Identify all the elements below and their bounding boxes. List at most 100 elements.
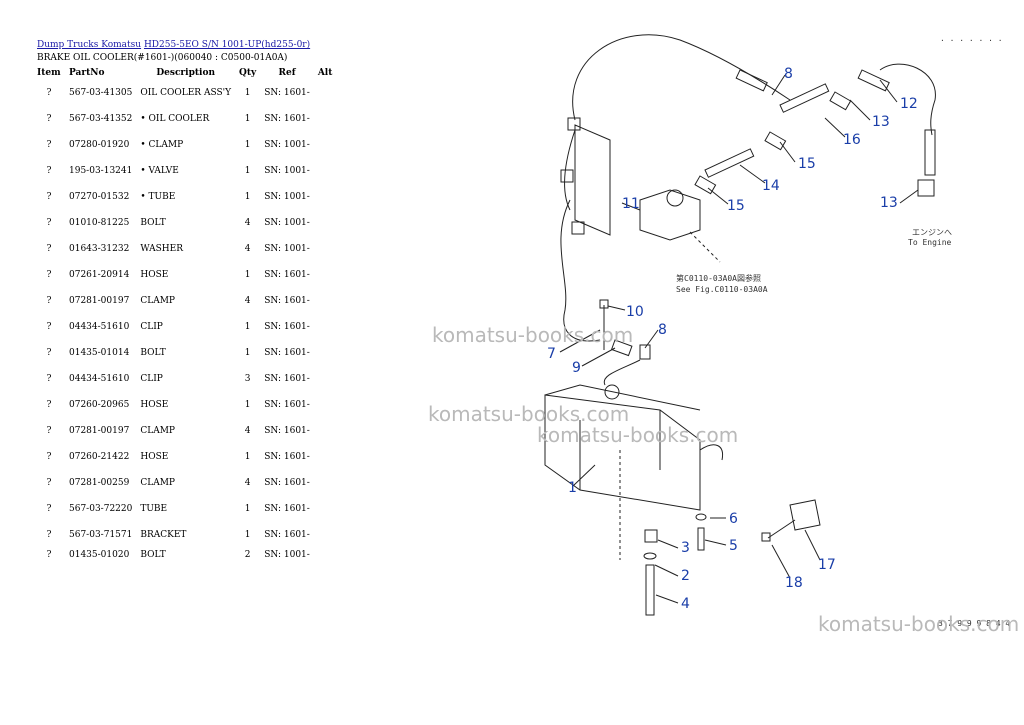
- table-header-row: Item PartNo Description Qty Ref Alt: [33, 66, 336, 80]
- row-ref: SN: 1601-: [264, 452, 310, 462]
- row-item: ?: [46, 192, 52, 202]
- breadcrumb: Dump Trucks Komatsu HD255-5EO S/N 1001-U…: [37, 40, 310, 50]
- row-partno: 07260-20965: [69, 400, 130, 410]
- callout-15-bottom[interactable]: 15: [727, 198, 745, 214]
- callout-9[interactable]: 9: [572, 360, 581, 376]
- row-partno: 01010-81225: [69, 218, 130, 228]
- row-ref: SN: 1601-: [264, 88, 310, 98]
- row-ref: SN: 1001-: [264, 140, 310, 150]
- note-see-figure-en: See Fig.C0110-03A0A: [676, 285, 768, 294]
- row-description: HOSE: [140, 400, 169, 410]
- callout-7[interactable]: 7: [547, 346, 556, 362]
- watermark-1: komatsu-books.com: [432, 323, 633, 347]
- row-qty: 1: [244, 140, 251, 150]
- row-item: ?: [46, 400, 52, 410]
- hose-right-loop: [879, 63, 936, 136]
- row-ref: SN: 1601-: [264, 374, 310, 384]
- row-description: CLAMP: [140, 478, 175, 488]
- watermark-4: komatsu-books.com: [818, 612, 1019, 636]
- watermark-2: komatsu-books.com: [428, 402, 629, 426]
- row-partno: 01435-01020: [69, 550, 130, 560]
- row-item: ?: [46, 270, 52, 280]
- clamp-shape-a: [567, 117, 581, 131]
- header-ref: Ref: [278, 68, 296, 78]
- callout-12[interactable]: 12: [900, 96, 918, 112]
- row-ref: SN: 1601-: [264, 478, 310, 488]
- callout-13-bottom[interactable]: 13: [880, 195, 898, 211]
- row-qty: 1: [244, 270, 251, 280]
- row-item: ?: [46, 374, 52, 384]
- row-ref: SN: 1001-: [264, 192, 310, 202]
- breadcrumb-link-model[interactable]: HD255-5EO S/N 1001-UP(hd255-0r): [143, 40, 311, 50]
- row-ref: SN: 1601-: [264, 348, 310, 358]
- row-partno: 567-03-72220: [69, 504, 133, 514]
- callout-11[interactable]: 11: [622, 196, 640, 212]
- figure-code: 3 7 9 9 9 8 4 4: [938, 619, 1010, 628]
- row-description: BOLT: [140, 218, 166, 228]
- callout-6[interactable]: 6: [729, 511, 738, 527]
- row-qty: 1: [244, 504, 251, 514]
- row-description: HOSE: [140, 452, 169, 462]
- row-description: BOLT: [140, 550, 166, 560]
- callout-16[interactable]: 16: [843, 132, 861, 148]
- valve-block-shape: [639, 189, 701, 241]
- row-ref: SN: 1601-: [264, 400, 310, 410]
- callout-3[interactable]: 3: [681, 540, 690, 556]
- corner-dots: . . . . . . .: [940, 34, 1003, 43]
- callout-4[interactable]: 4: [681, 596, 690, 612]
- row-ref: SN: 1601-: [264, 270, 310, 280]
- row-partno: 01643-31232: [69, 244, 130, 254]
- row-item: ?: [46, 530, 52, 540]
- row-qty: 1: [244, 530, 251, 540]
- row-ref: SN: 1001-: [264, 166, 310, 176]
- callout-8-mid[interactable]: 8: [658, 322, 667, 338]
- row-qty: 1: [244, 88, 251, 98]
- callout-14[interactable]: 14: [762, 178, 780, 194]
- row-qty: 4: [244, 296, 251, 306]
- row-item: ?: [46, 478, 52, 488]
- callout-13-top[interactable]: 13: [872, 114, 890, 130]
- callout-1[interactable]: 1: [568, 480, 577, 496]
- callout-8-top[interactable]: 8: [784, 66, 793, 82]
- callout-18[interactable]: 18: [785, 575, 803, 591]
- row-qty: 1: [244, 348, 251, 358]
- callout-10[interactable]: 10: [626, 304, 644, 320]
- row-partno: 07261-20914: [69, 270, 130, 280]
- callout-15-top[interactable]: 15: [798, 156, 816, 172]
- tube-16-shape: [779, 83, 830, 113]
- row-description: • VALVE: [140, 166, 179, 176]
- hose-upper-left: [572, 34, 791, 121]
- header-partno: PartNo: [69, 68, 105, 78]
- row-partno: 195-03-13241: [69, 166, 133, 176]
- callout-2[interactable]: 2: [681, 568, 690, 584]
- row-item: ?: [46, 426, 52, 436]
- row-ref: SN: 1601-: [264, 296, 310, 306]
- row-qty: 1: [244, 452, 251, 462]
- breadcrumb-link-dump-trucks[interactable]: Dump Trucks Komatsu: [37, 40, 142, 50]
- row-description: CLIP: [140, 322, 163, 332]
- row-description: • OIL COOLER: [140, 114, 210, 124]
- row-description: CLAMP: [140, 426, 175, 436]
- callout-17[interactable]: 17: [818, 557, 836, 573]
- callout-5[interactable]: 5: [729, 538, 738, 554]
